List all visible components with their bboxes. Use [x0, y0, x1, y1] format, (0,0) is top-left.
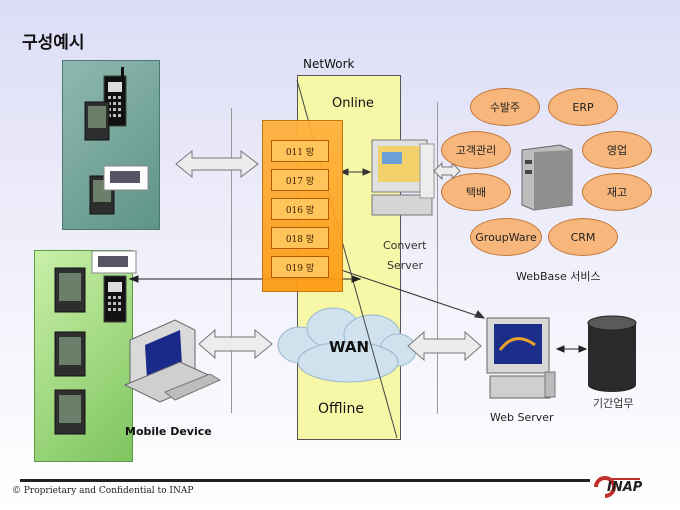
desktop-computer-icon: [123, 319, 222, 403]
network-label: NetWork: [303, 57, 355, 71]
service-oval: 수발주: [470, 88, 540, 126]
pda-icon: [54, 331, 86, 377]
double-arrow: [198, 328, 273, 360]
convert-server-label: Convert Server: [383, 236, 427, 276]
convert-label-line1: Convert: [383, 239, 427, 252]
service-oval: CRM: [548, 218, 618, 256]
double-arrow: [407, 330, 482, 362]
page-title: 구성예시: [22, 33, 85, 53]
footer-rule: [20, 479, 590, 482]
connector-line: [555, 345, 588, 353]
service-oval: 택배: [441, 173, 511, 211]
handheld-icon: [103, 165, 149, 191]
carrier-011: 011 망: [271, 140, 329, 162]
phone-icon: [103, 275, 127, 323]
webbase-services-label: WebBase 서비스: [516, 270, 601, 283]
carrier-016: 016 망: [271, 198, 329, 220]
double-arrow: [175, 149, 259, 179]
pda-icon: [54, 389, 86, 435]
mobile-device-label: Mobile Device: [125, 425, 212, 438]
online-label: Online: [332, 96, 374, 111]
service-oval: 영업: [582, 131, 652, 169]
pda-icon: [84, 101, 110, 141]
wan-label: WAN: [329, 338, 370, 356]
server-tower-icon: [521, 144, 573, 211]
database-icon: [587, 315, 637, 392]
double-arrow: [433, 161, 461, 181]
carrier-019: 019 망: [271, 256, 329, 278]
service-oval: 재고: [582, 173, 652, 211]
handheld-icon: [91, 250, 137, 274]
pda-icon: [54, 267, 86, 313]
service-oval: 고객관리: [441, 131, 511, 169]
carrier-018: 018 망: [271, 227, 329, 249]
convert-server-icon: [371, 139, 435, 216]
inap-logo: [594, 476, 640, 498]
carrier-017: 017 망: [271, 169, 329, 191]
offline-label: Offline: [318, 401, 364, 417]
separator-left: [231, 108, 232, 413]
footer-text: © Proprietary and Confidential to INAP: [12, 486, 194, 496]
web-server-label: Web Server: [490, 411, 554, 424]
web-server-icon: [486, 317, 556, 399]
connector-line: [339, 168, 372, 176]
separator-right: [437, 102, 438, 414]
inap-logo-text: INAP: [607, 480, 643, 495]
phone-icon: [103, 67, 127, 127]
connector-line: [340, 269, 486, 319]
convert-label-line2: Server: [387, 259, 424, 272]
service-oval: GroupWare: [470, 218, 542, 256]
service-oval: ERP: [548, 88, 618, 126]
wan-cloud: [277, 307, 417, 383]
database-label: 기간업무: [593, 397, 634, 410]
